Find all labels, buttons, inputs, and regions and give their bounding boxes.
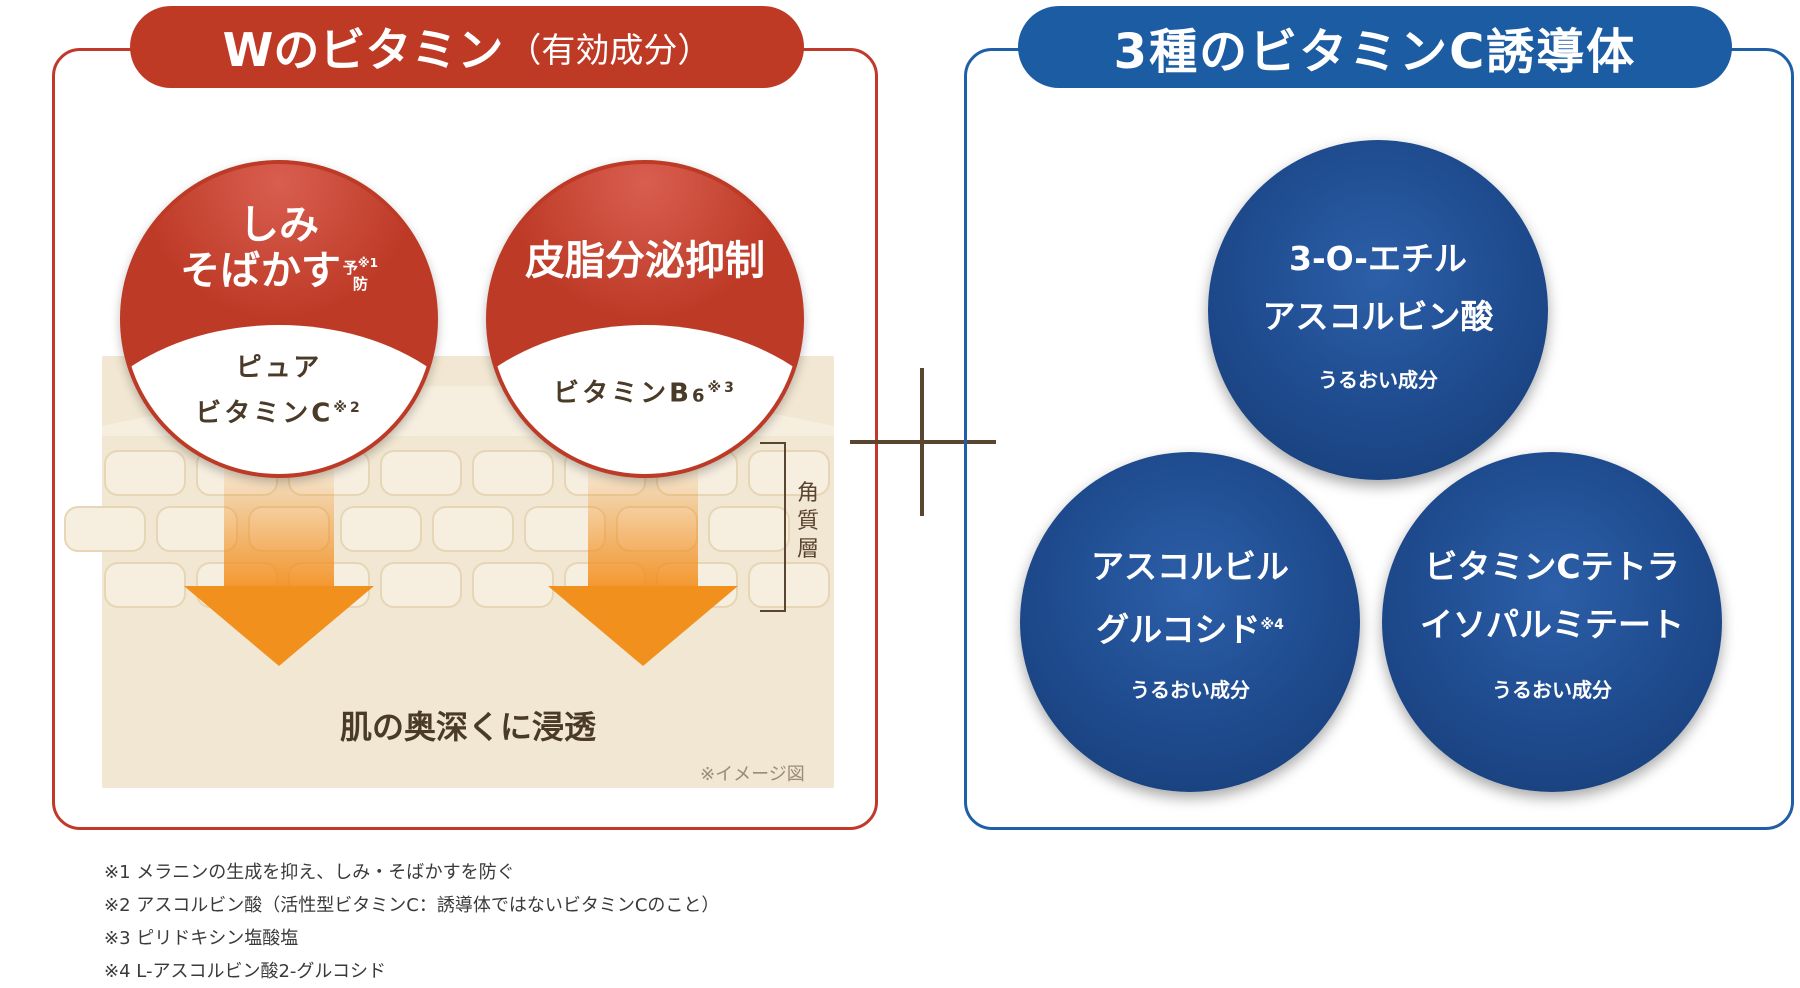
circle1-title-line1: しみ xyxy=(239,202,319,248)
left-panel-title: Wのビタミン（有効成分） xyxy=(130,6,804,88)
footnotes: ※1 メラニンの生成を抑え、しみ・そばかすを防ぐ ※2 アスコルビン酸（活性型ビ… xyxy=(104,856,719,988)
left-title-sub: （有効成分） xyxy=(507,30,712,71)
plus-icon-vertical xyxy=(920,368,924,516)
image-note: ※イメージ図 xyxy=(700,764,805,785)
circle-name-line1: ビタミンCテトラ xyxy=(1424,547,1680,586)
circle-vitamin-c-tetraisopalmitate: ビタミンCテトラ イソパルミテート うるおい成分 xyxy=(1382,452,1722,792)
b6-index: 6 xyxy=(691,385,708,407)
circle-name-line2: イソパルミテート xyxy=(1420,605,1684,644)
circle-sub: うるおい成分 xyxy=(1492,678,1612,702)
footnote: ※2 アスコルビン酸（活性型ビタミンC：誘導体ではないビタミンCのこと） xyxy=(104,895,720,916)
penetration-arrow xyxy=(184,460,374,670)
circle-name-line1: 3-O-エチル xyxy=(1288,239,1468,278)
layer-label: 角質層 xyxy=(796,481,819,562)
note-mark-3: ※3 xyxy=(707,380,737,396)
note-mark-4: ※4 xyxy=(1260,617,1284,633)
circle2-title: 皮脂分泌抑制 xyxy=(525,238,765,284)
yobou-note-a: 予 xyxy=(342,258,358,277)
penetration-text: 肌の奥深くに浸透 xyxy=(339,708,596,746)
footnote: ※3 ピリドキシン塩酸塩 xyxy=(104,928,299,949)
footnote: ※4 L-アスコルビン酸2-グルコシド xyxy=(104,961,387,982)
yobou-note-b: 防 xyxy=(352,274,368,293)
circle-ethyl-ascorbic-acid: 3-O-エチル アスコルビン酸 うるおい成分 xyxy=(1208,140,1548,480)
circle-name-line2: アスコルビン酸 xyxy=(1262,297,1494,336)
circle2-sub: ビタミンB6※3 xyxy=(553,378,737,409)
circle-sub: うるおい成分 xyxy=(1318,368,1438,392)
circle-vitamin-b6: 皮脂分泌抑制 ビタミンB6※3 xyxy=(486,160,804,478)
footnote: ※1 メラニンの生成を抑え、しみ・そばかすを防ぐ xyxy=(104,862,515,883)
circle-name-line2: グルコシド※4 xyxy=(1096,610,1284,649)
note-mark-1: ※1 xyxy=(357,255,378,270)
note-mark-2: ※2 xyxy=(333,400,363,416)
left-title-main: Wのビタミン xyxy=(222,23,504,77)
circle-ascorbyl-glucoside: アスコルビル グルコシド※4 うるおい成分 xyxy=(1020,452,1360,792)
circle-name-line1: アスコルビル xyxy=(1091,547,1289,586)
circle-sub: うるおい成分 xyxy=(1130,678,1250,702)
penetration-arrow xyxy=(548,460,738,670)
circle1-sub-line1: ピュア xyxy=(235,353,323,383)
right-panel-title: 3種のビタミンC誘導体 xyxy=(1018,6,1732,88)
circle1-sub-line2: ビタミンC※2 xyxy=(195,398,363,429)
